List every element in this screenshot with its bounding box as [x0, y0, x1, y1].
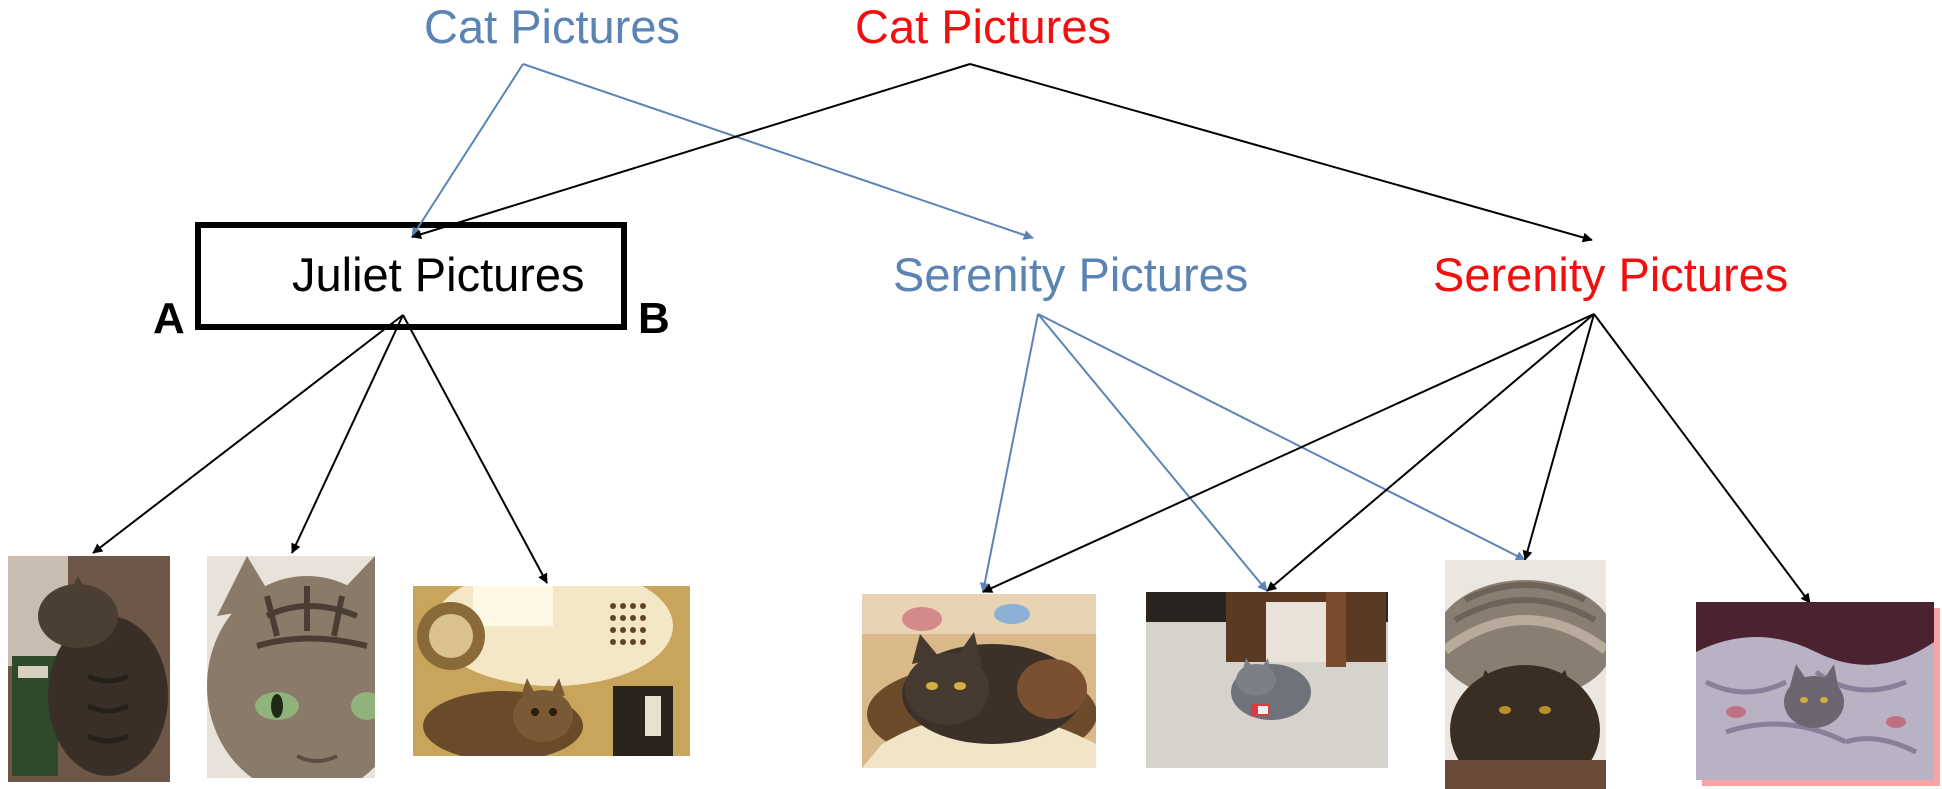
edges-serenity-a: [979, 313, 1526, 593]
cat-on-cushion-image: [862, 594, 1096, 768]
edge-cat-a-to-juliet: [411, 63, 524, 238]
edge-serenity-b-to-photo-1: [982, 313, 1595, 593]
juliet-pictures-label: Juliet Pictures: [292, 248, 585, 301]
juliet-photo-3: [413, 586, 690, 756]
juliet-photo-2: [207, 556, 375, 778]
serenity-photo-3: [1445, 560, 1606, 789]
serenity-photo-2: [1146, 592, 1388, 768]
marker-a: A: [153, 294, 185, 343]
serenity-pictures-a-label: Serenity Pictures: [893, 248, 1248, 301]
cat-on-books-image: [8, 556, 170, 782]
edge-serenity-a-to-photo-1: [979, 313, 1039, 593]
edge-juliet-to-photo-2: [291, 314, 404, 554]
edge-serenity-a-to-photo-3: [1037, 313, 1526, 561]
marker-b: B: [638, 294, 670, 343]
juliet-photo-1: [8, 556, 170, 782]
cat-in-dryer-image: [413, 586, 690, 756]
edge-juliet-to-photo-1: [92, 314, 404, 554]
edge-serenity-b-to-photo-4: [1593, 313, 1811, 604]
serenity-photo-1: [862, 594, 1096, 768]
serenity-photo-4: [1696, 602, 1934, 780]
edge-juliet-to-photo-3: [402, 314, 548, 584]
edges-top: [411, 63, 1593, 243]
cat-under-hat-image: [1445, 560, 1606, 789]
edge-cat-b-to-serenity-b: [969, 63, 1593, 243]
cat-pictures-b-label: Cat Pictures: [855, 0, 1111, 53]
cat-pictures-a-label: Cat Pictures: [424, 0, 680, 53]
cat-face-image: [207, 556, 375, 778]
edge-serenity-a-to-photo-2: [1037, 313, 1268, 592]
edges-serenity-b: [982, 313, 1811, 604]
edges-juliet: [92, 314, 548, 584]
edge-serenity-b-to-photo-3: [1522, 313, 1595, 561]
serenity-pictures-b-label: Serenity Pictures: [1433, 248, 1788, 301]
cat-on-carpet-image: [1146, 592, 1388, 768]
juliet-pictures-box: [195, 222, 627, 330]
edge-cat-a-to-serenity-a: [522, 63, 1034, 240]
edge-serenity-b-to-photo-2: [1266, 313, 1595, 592]
cat-in-blanket-image: [1696, 602, 1934, 780]
edge-cat-b-to-juliet: [411, 63, 971, 240]
